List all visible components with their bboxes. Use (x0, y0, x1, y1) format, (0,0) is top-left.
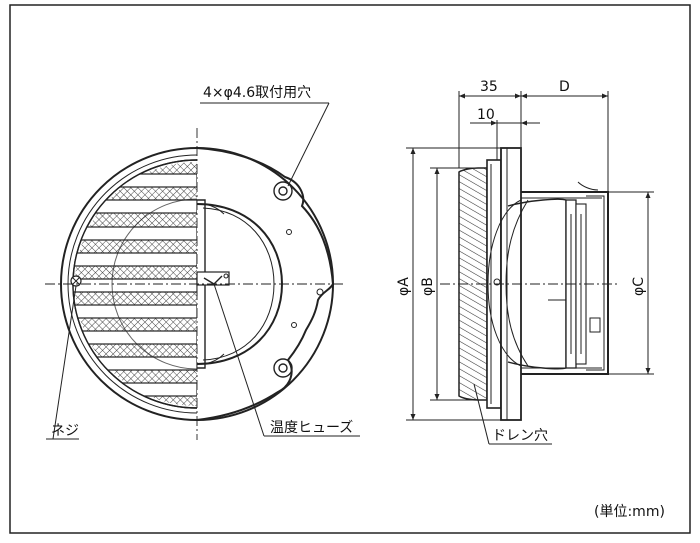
dimension-phi-a: φA (396, 277, 412, 296)
mounting-holes-label: 4×φ4.6取付用穴 (203, 85, 311, 101)
drawing-frame (9, 4, 691, 534)
side-view (440, 147, 618, 421)
side-view-dimensions (406, 91, 654, 421)
unit-label: (単位:mm) (594, 504, 665, 520)
dimension-d: D (559, 79, 570, 95)
front-view (45, 128, 345, 440)
drain-leader (473, 383, 552, 445)
screw-label: ネジ (51, 423, 79, 439)
drain-hole-label: ドレン穴 (492, 428, 548, 444)
thermal-fuse-label: 温度ヒューズ (270, 420, 353, 436)
screw-icon (70, 275, 82, 287)
front-view-leaders (46, 102, 360, 440)
dimension-phi-c: φC (631, 277, 647, 296)
dimension-10: 10 (477, 107, 495, 123)
mounting-holes (273, 181, 293, 378)
dimension-phi-b: φB (420, 277, 436, 296)
dimension-35: 35 (480, 79, 498, 95)
